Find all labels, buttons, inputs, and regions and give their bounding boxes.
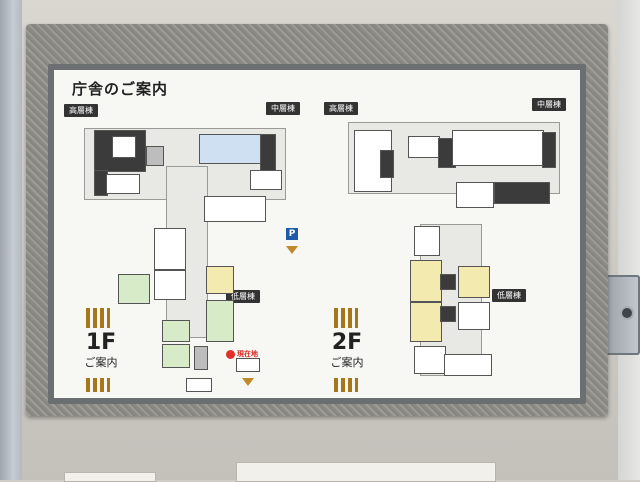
f2-room xyxy=(440,274,456,290)
floor-2f-mark: 2F ご案内 xyxy=(322,332,372,370)
current-location-label: 現在地 xyxy=(237,350,258,358)
f1-room-green xyxy=(206,300,234,342)
f1-room-green xyxy=(118,274,150,304)
floor-1f-mark: 1F ご案内 xyxy=(76,332,126,370)
f1-room xyxy=(236,358,260,372)
stripes-decoration xyxy=(334,308,358,328)
floor-1f-caption: ご案内 xyxy=(84,356,118,369)
wing-label-f1-mid: 中層棟 xyxy=(266,102,300,115)
map-title: 庁舎のご案内 xyxy=(72,80,169,98)
wall-panel xyxy=(236,462,496,482)
f2-room xyxy=(458,302,490,330)
parking-icon: P xyxy=(286,228,298,240)
f1-room xyxy=(154,270,186,300)
f2-room xyxy=(440,306,456,322)
wing-label-f2-mid: 中層棟 xyxy=(532,98,566,111)
f2-room xyxy=(494,182,550,204)
f2-room-yellow xyxy=(458,266,490,298)
f1-room xyxy=(204,196,266,222)
f1-room xyxy=(112,136,136,158)
arrow-down-icon xyxy=(242,378,254,386)
f2-room xyxy=(452,130,544,166)
floor-1f-number: 1F xyxy=(85,330,117,355)
arrow-down-icon xyxy=(286,246,298,254)
wing-label-f1-low: 低層棟 xyxy=(226,290,260,303)
stripes-decoration xyxy=(334,378,358,392)
wing-label-f2-high: 高層棟 xyxy=(324,102,358,115)
f2-room xyxy=(444,354,492,376)
wing-label-f2-low: 低層棟 xyxy=(492,289,526,302)
current-location-icon xyxy=(226,350,235,359)
wall-plate xyxy=(64,472,156,482)
f1-room-green xyxy=(162,320,190,342)
f2-room-yellow xyxy=(410,260,442,302)
cabinet-right xyxy=(618,0,640,480)
f1-room-blue xyxy=(199,134,261,164)
stripes-decoration xyxy=(86,378,110,392)
metal-cabinet-left xyxy=(0,0,22,480)
floor-2f-number: 2F xyxy=(331,330,363,355)
floor-2f-caption: ご案内 xyxy=(330,356,364,369)
floor-map: 庁舎のご案内 高層棟 中層棟 低層棟 高層棟 中層棟 低層棟 P 現在地 1F … xyxy=(54,70,580,398)
f1-room xyxy=(186,378,212,392)
f1-room xyxy=(106,174,140,194)
f1-room xyxy=(194,346,208,370)
f1-room-yellow xyxy=(206,266,234,294)
f1-room xyxy=(154,228,186,270)
f2-room xyxy=(408,136,440,158)
f1-room xyxy=(250,170,282,190)
f2-room xyxy=(380,150,394,178)
f1-room xyxy=(260,134,276,172)
f2-room xyxy=(542,132,556,168)
f1-room xyxy=(146,146,164,166)
keyhole-icon xyxy=(622,308,632,318)
f2-room xyxy=(414,226,440,256)
f2-room xyxy=(414,346,446,374)
f1-room-green xyxy=(162,344,190,368)
f2-room-yellow xyxy=(410,302,442,342)
f2-room xyxy=(456,182,494,208)
wing-label-f1-high: 高層棟 xyxy=(64,104,98,117)
stripes-decoration xyxy=(86,308,110,328)
